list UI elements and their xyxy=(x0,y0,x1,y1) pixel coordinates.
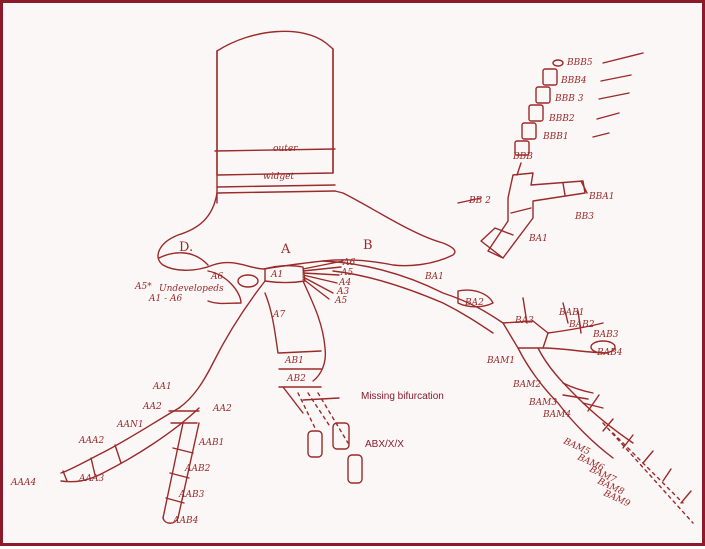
label-aab3: AAB3 xyxy=(178,490,205,500)
label-bab2: BAB2 xyxy=(568,320,595,330)
label-bb2: BB 2 xyxy=(468,196,491,206)
label-bam3: BAM3 xyxy=(528,398,557,408)
label-a5-star: A5* xyxy=(134,282,152,292)
annotation-missing-bifurcation: Missing bifurcation xyxy=(361,391,444,402)
label-a-small-2: A5 xyxy=(340,268,353,278)
label-aa2: AA2 xyxy=(212,404,232,414)
label-a-small-5: A5 xyxy=(334,296,347,306)
label-bab3: BAB3 xyxy=(592,330,619,340)
label-bam1: BAM1 xyxy=(486,356,515,366)
label-bam2: BAM2 xyxy=(512,380,541,390)
label-aab2: AAB2 xyxy=(184,464,211,474)
label-ba3: BA3 xyxy=(514,316,534,326)
label-outer: outer xyxy=(273,144,298,154)
label-bb3: BB3 xyxy=(574,212,594,222)
label-bbb5: BBB5 xyxy=(566,58,593,68)
label-bab4: BAB4 xyxy=(596,348,623,358)
label-bam4: BAM4 xyxy=(542,410,571,420)
body-outline xyxy=(158,191,455,270)
label-ba2: BA2 xyxy=(464,298,484,308)
a1-node xyxy=(265,261,343,299)
label-aab4: AAB4 xyxy=(172,516,199,526)
label-bbb4: BBB4 xyxy=(560,76,587,86)
label-aaa4: AAA4 xyxy=(10,478,36,488)
label-bbb3: BBB 3 xyxy=(554,94,584,104)
a7-branch xyxy=(179,281,348,443)
label-bbb2: BBB2 xyxy=(548,114,575,124)
label-ab1: AB1 xyxy=(284,356,304,366)
label-undeveloped: Undevelopeds xyxy=(159,284,224,294)
label-widget: widget xyxy=(263,172,294,182)
label-a7: A7 xyxy=(272,310,285,320)
tree-sketch: outer widget A B D. A1 A7 A6 A5* Undevel… xyxy=(3,3,705,549)
label-bam5: BAM5 xyxy=(561,436,592,457)
label-aaa2: AAA2 xyxy=(78,436,104,446)
label-a: A xyxy=(280,242,291,257)
label-aa1: AA1 xyxy=(152,382,172,392)
label-a1: A1 xyxy=(270,270,283,280)
label-d: D. xyxy=(179,240,193,255)
label-b: B xyxy=(363,238,373,253)
missing-tubes xyxy=(308,423,362,483)
label-ab2: AB2 xyxy=(286,374,306,384)
bb-branch xyxy=(458,53,643,258)
label-aan1: AAN1 xyxy=(116,420,144,430)
label-ba1-b: BA1 xyxy=(528,234,548,244)
label-aaa3: AAA3 xyxy=(78,474,104,484)
label-a-small-1: A6 xyxy=(342,258,355,268)
annotation-abx: ABX/X/X xyxy=(365,439,404,450)
label-bbb1: BBB1 xyxy=(542,132,569,142)
label-a6-left: A6 xyxy=(210,272,223,282)
label-a1-a6: A1 - A6 xyxy=(148,294,182,304)
label-bab1: BAB1 xyxy=(558,308,584,318)
label-bbb: BBB xyxy=(512,152,533,162)
label-bba1: BBA1 xyxy=(588,192,614,202)
label-ba1: BA1 xyxy=(424,272,444,282)
label-aa-left: AA2 xyxy=(142,402,162,412)
label-aab1: AAB1 xyxy=(198,438,224,448)
